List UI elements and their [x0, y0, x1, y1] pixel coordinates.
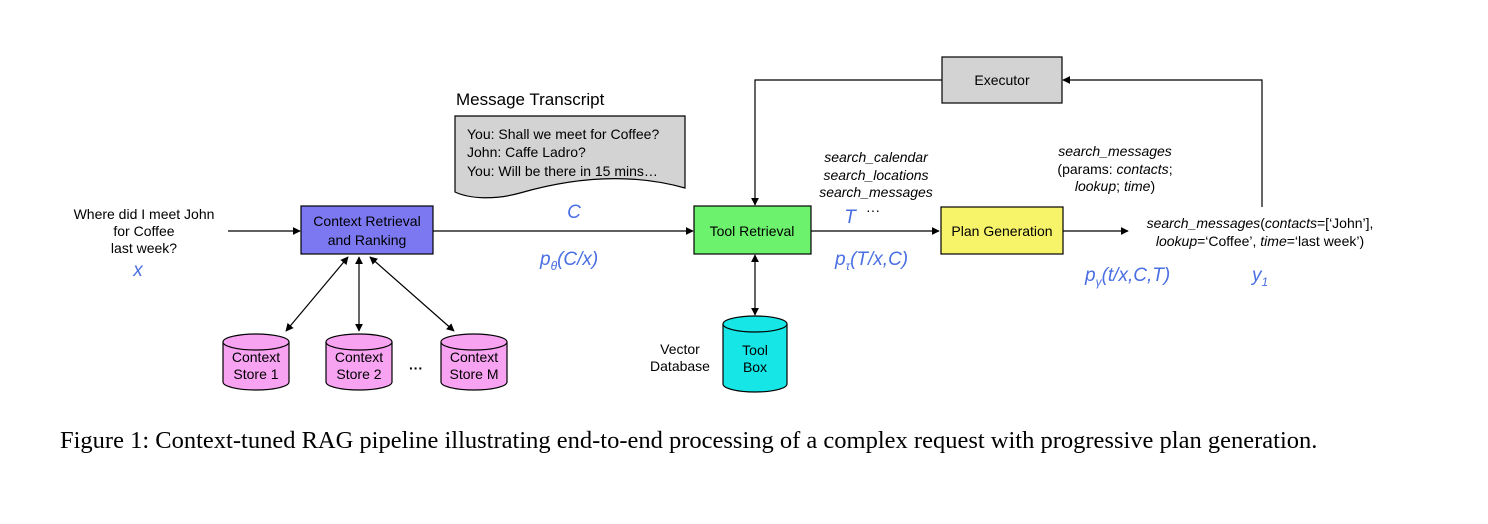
- param-name: contacts: [1117, 161, 1169, 177]
- toolbox-cylinder: [722, 324, 788, 393]
- tool-retrieval-label: Tool Retrieval: [710, 223, 795, 239]
- toolbox-label: Box: [743, 359, 767, 375]
- context-store-label: Store M: [449, 366, 498, 382]
- plan-output: search_messages(contacts=[‘John’], looku…: [1147, 215, 1374, 289]
- context-retrieval-box: [300, 205, 434, 255]
- context-store-label: Store 1: [233, 366, 278, 382]
- params-prefix: (params:: [1057, 161, 1116, 177]
- context-store-label: Store 2: [336, 366, 381, 382]
- user-query: Where did I meet John for Coffee last we…: [74, 206, 215, 281]
- prob-p-gamma: pγ(t/x,C,T): [1084, 265, 1170, 289]
- context-store-label: Context: [450, 349, 498, 365]
- context-retrieval-node: Context Retrieval and Ranking: [300, 205, 434, 255]
- pipeline-diagram: Where did I meet John for Coffee last we…: [74, 56, 1374, 393]
- toolbox-cylinder-top: [722, 315, 788, 333]
- transcript-document-shape: [454, 115, 686, 199]
- vector-database-label: Vector: [660, 341, 700, 357]
- var-main: y: [1250, 265, 1263, 286]
- prob-main: p: [539, 249, 551, 270]
- toolbox-label: Tool: [742, 342, 768, 358]
- tool-retrieval-box: [693, 205, 812, 255]
- plan-output-line: lookup=‘Coffee’, time=‘last week’): [1156, 233, 1364, 249]
- prob-rest: (T/x,C): [850, 249, 908, 270]
- arg-value: =‘Coffee’,: [1197, 233, 1260, 249]
- param-name: time: [1124, 178, 1151, 194]
- prob-subscript: τ: [846, 259, 852, 273]
- context-store-cylinder: [440, 342, 508, 391]
- prob-subscript: θ: [551, 259, 558, 273]
- selected-tool: search_messages (params: contacts; looku…: [1057, 143, 1172, 194]
- edges: [228, 76, 1263, 332]
- retrieved-tools: search_calendar search_locations search_…: [819, 149, 933, 228]
- plan-generation-label: Plan Generation: [951, 223, 1052, 239]
- tool-retrieval-node: Tool Retrieval: [693, 205, 812, 255]
- vector-database-label: Database: [650, 358, 710, 374]
- message-transcript: Message Transcript You: Shall we meet fo…: [454, 90, 686, 223]
- prob-main: p: [1084, 265, 1096, 286]
- executor-node: Executor: [941, 56, 1063, 104]
- fn-open: (: [1260, 215, 1265, 231]
- query-line: Where did I meet John: [74, 206, 215, 222]
- selected-tool-params: lookup;time): [1075, 178, 1155, 194]
- context-retrieval-label: and Ranking: [328, 232, 407, 248]
- tool-name: search_messages: [819, 184, 933, 200]
- context-store-label: Context: [232, 349, 280, 365]
- arg-key: time: [1260, 233, 1287, 249]
- transcript-line: You: Will be there in 15 mins…: [467, 163, 658, 179]
- prob-p-tau: pτ(T/x,C): [834, 249, 908, 273]
- plan-output-variable: y1: [1250, 265, 1268, 289]
- arg-value: =[‘John’],: [1317, 215, 1373, 231]
- param-name: lookup: [1075, 178, 1116, 194]
- plan-generation-box: [940, 206, 1064, 255]
- executor-label: Executor: [974, 72, 1030, 88]
- fn-name: search_messages: [1147, 215, 1261, 231]
- arg-key: lookup: [1156, 233, 1197, 249]
- prob-p-theta: pθ(C/x): [539, 249, 598, 273]
- edge-output-to-executor: [1062, 76, 1263, 207]
- tools-ellipsis: ···: [866, 202, 880, 218]
- prob-subscript: γ: [1096, 275, 1103, 289]
- context-store-cylinder: [222, 342, 290, 391]
- context-store-cylinder: [325, 342, 393, 391]
- transcript-line: John: Caffe Ladro?: [467, 144, 586, 160]
- params-close: ): [1150, 178, 1155, 194]
- plan-generation-node: Plan Generation: [940, 206, 1064, 255]
- var-subscript: 1: [1262, 275, 1269, 289]
- arg-key: contacts: [1265, 215, 1317, 231]
- prob-rest: (C/x): [557, 249, 598, 270]
- context-store-cylinder-top: [222, 333, 290, 351]
- context-store-label: Context: [335, 349, 383, 365]
- toolbox-database: Tool Box Vector Database: [650, 315, 788, 393]
- params-separator: ;: [1169, 161, 1173, 177]
- query-line: last week?: [111, 240, 177, 256]
- prob-main: p: [834, 249, 846, 270]
- edge-executor-to-tool-retrieval: [751, 79, 942, 206]
- context-store-1: Context Store 1: [222, 333, 290, 391]
- arg-value: =‘last week’): [1287, 233, 1364, 249]
- tool-name: search_calendar: [824, 149, 929, 165]
- transcript-variable: C: [567, 202, 581, 223]
- transcript-title: Message Transcript: [456, 90, 605, 109]
- edge-context-store-m: [369, 256, 455, 332]
- query-line: for Coffee: [113, 223, 174, 239]
- selected-tool-name: search_messages: [1058, 143, 1172, 159]
- query-variable: x: [132, 260, 144, 281]
- transcript-line: You: Shall we meet for Coffee?: [467, 126, 659, 142]
- context-retrieval-label: Context Retrieval: [313, 213, 420, 229]
- context-store-2: Context Store 2: [325, 333, 393, 391]
- edge-context-store-1: [285, 256, 349, 332]
- context-store-ellipsis: ···: [409, 360, 423, 376]
- prob-rest: (t/x,C,T): [1102, 265, 1171, 286]
- tool-name: search_locations: [823, 167, 928, 183]
- context-store-cylinder-top: [440, 333, 508, 351]
- params-separator: ;: [1116, 178, 1120, 194]
- plan-output-line: search_messages(contacts=[‘John’],: [1147, 215, 1374, 231]
- executor-box: [941, 56, 1063, 104]
- context-store-m: Context Store M: [440, 333, 508, 391]
- figure-caption: Figure 1: Context-tuned RAG pipeline ill…: [60, 427, 1318, 454]
- tools-variable: T: [844, 207, 857, 228]
- context-store-cylinder-top: [325, 333, 393, 351]
- selected-tool-params: (params: contacts;: [1057, 161, 1172, 177]
